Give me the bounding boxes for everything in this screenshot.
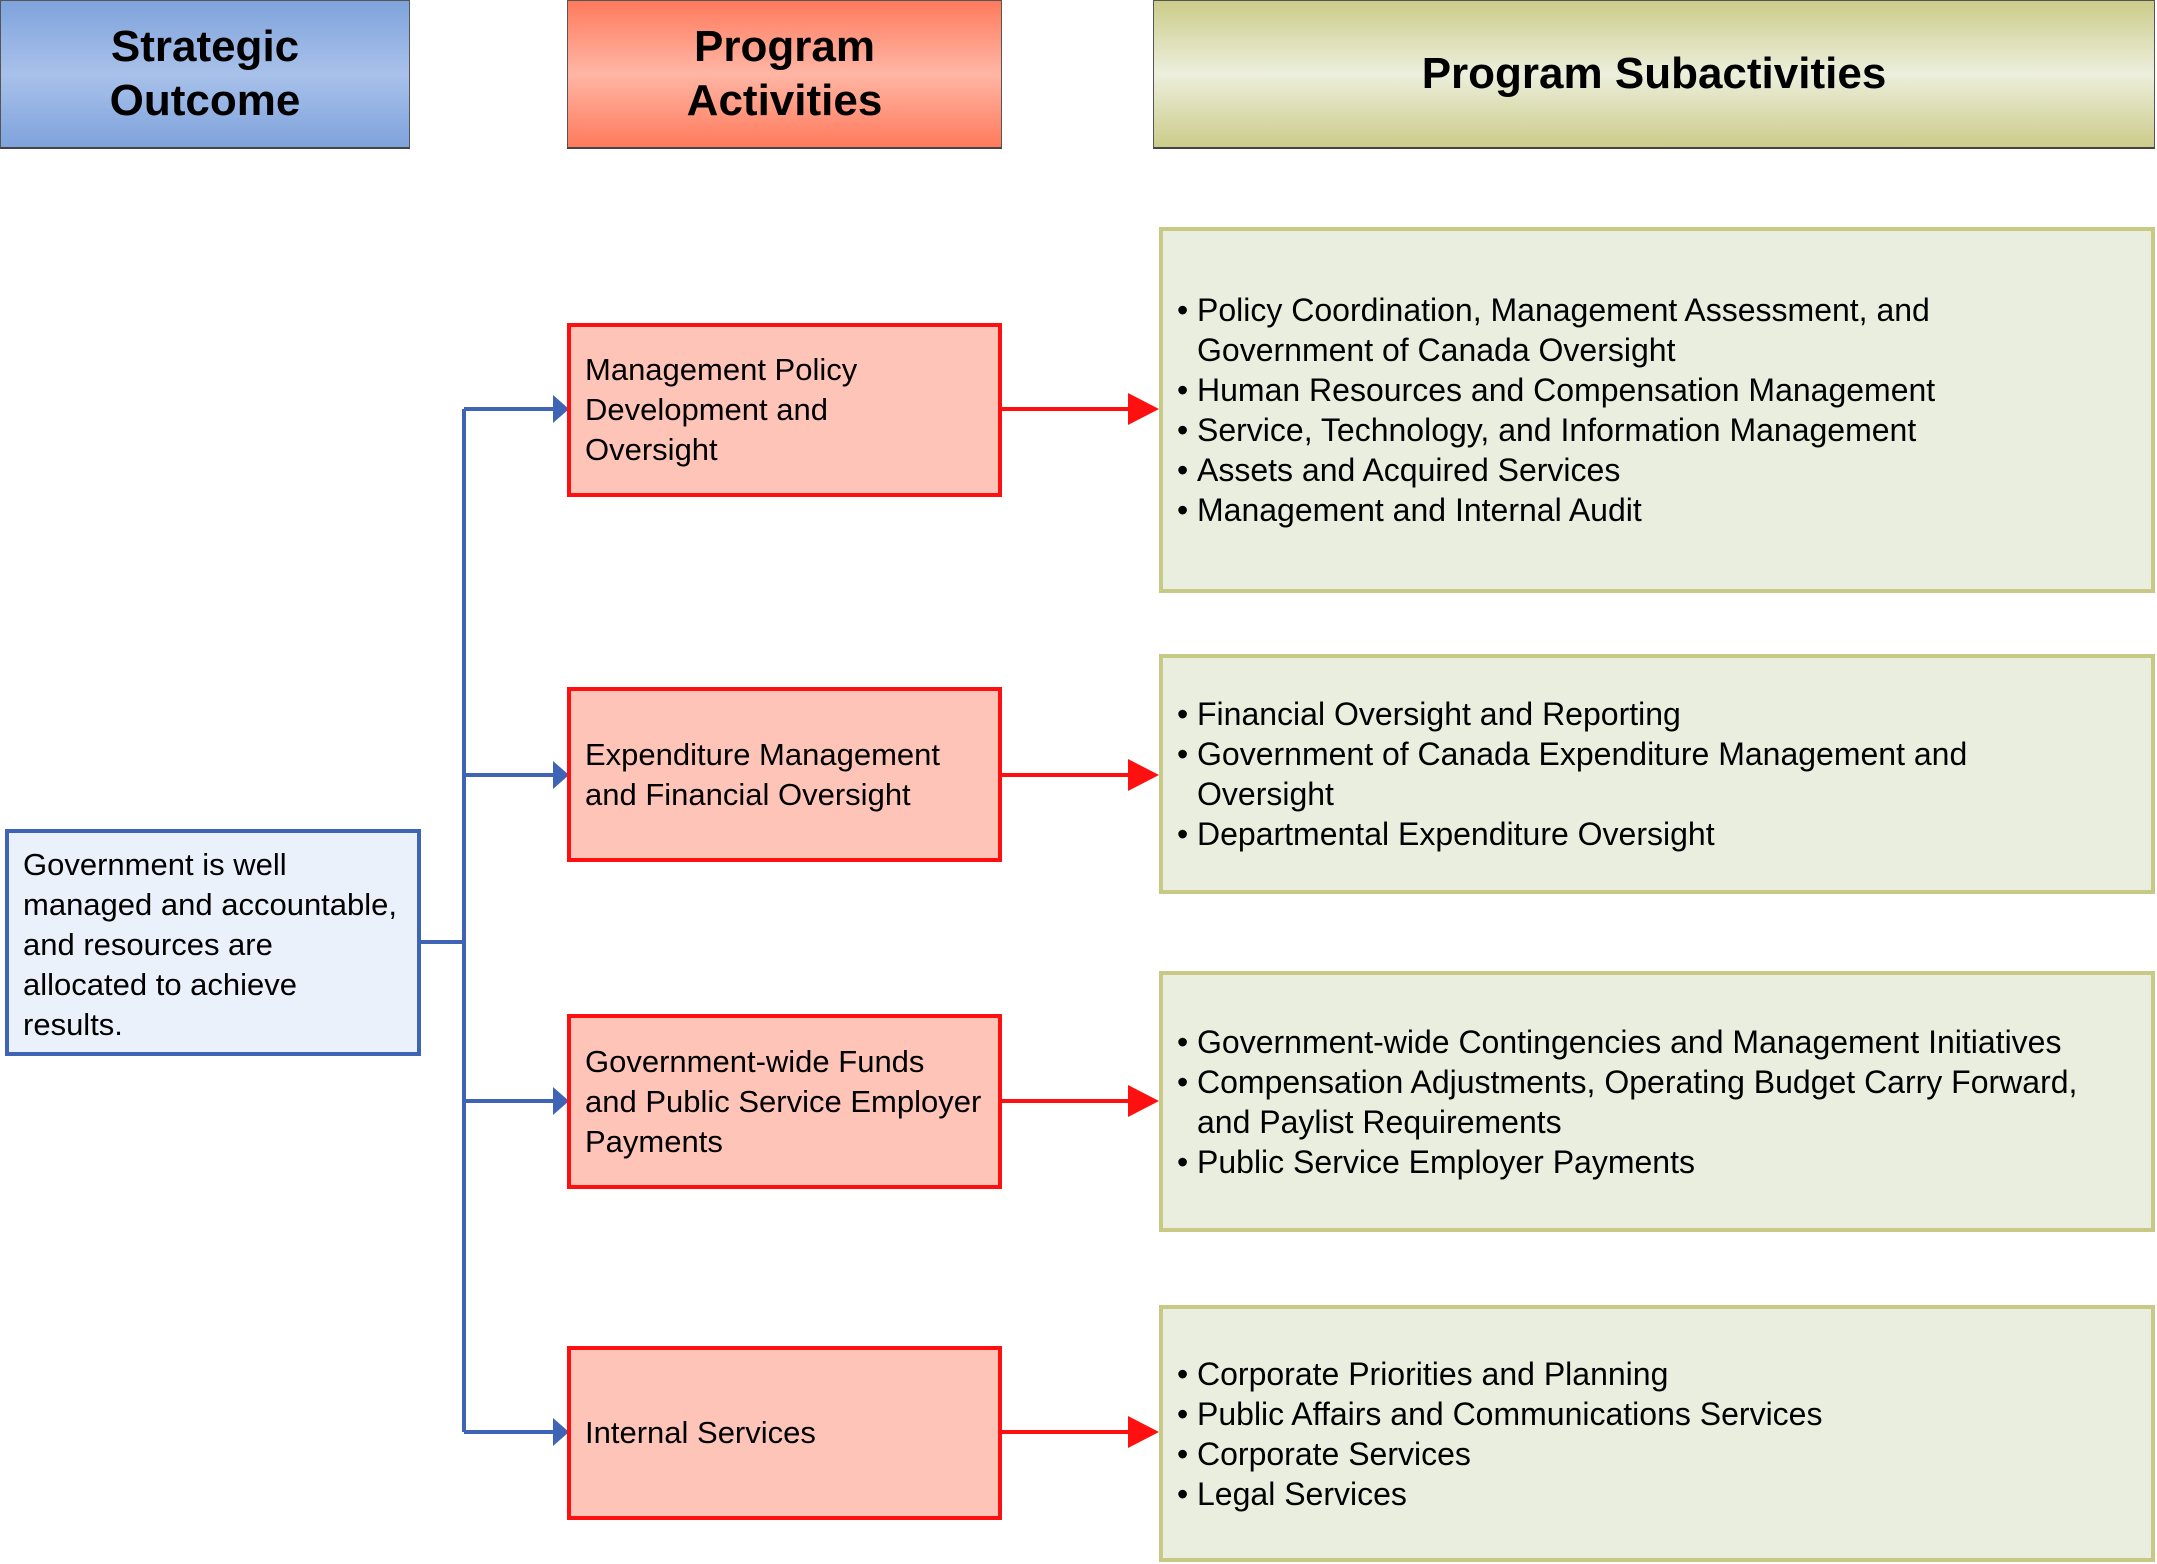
subactivity-item: Human Resources and Compensation Managem… — [1177, 370, 2007, 410]
header-program-activities: Program Activities — [567, 0, 1002, 149]
strategic-outcome-box: Government is well managed and accountab… — [5, 829, 421, 1056]
subactivity-item: Public Affairs and Communications Servic… — [1177, 1394, 1822, 1434]
subactivity-item: Departmental Expenditure Oversight — [1177, 814, 2047, 854]
subactivity-box-4: Corporate Priorities and Planning Public… — [1159, 1305, 2155, 1562]
subactivity-box-1: Policy Coordination, Management Assessme… — [1159, 227, 2155, 593]
subactivity-item: Public Service Employer Payments — [1177, 1142, 2137, 1182]
subactivity-list: Policy Coordination, Management Assessme… — [1177, 290, 2007, 530]
subactivity-item: Corporate Services — [1177, 1434, 1822, 1474]
header-strategic-outcome: Strategic Outcome — [0, 0, 410, 149]
subactivity-item: Government-wide Contingencies and Manage… — [1177, 1022, 2137, 1062]
subactivity-item: Compensation Adjustments, Operating Budg… — [1177, 1062, 2137, 1142]
header-strategic-outcome-label: Strategic Outcome — [109, 22, 301, 125]
strategic-connectors — [421, 407, 556, 1434]
subactivity-item: Corporate Priorities and Planning — [1177, 1354, 1822, 1394]
activity-box-expenditure-management: Expenditure Management and Financial Ove… — [567, 687, 1002, 862]
subactivity-list: Financial Oversight and Reporting Govern… — [1177, 694, 2047, 854]
blue-arrowhead-2 — [553, 761, 569, 789]
subactivity-list: Corporate Priorities and Planning Public… — [1177, 1354, 1822, 1514]
subactivity-item: Service, Technology, and Information Man… — [1177, 410, 2007, 450]
red-arrowhead-2 — [1128, 759, 1159, 791]
activity-box-government-wide-funds: Government-wide Funds and Public Service… — [567, 1014, 1002, 1189]
blue-arrowhead-4 — [553, 1418, 569, 1446]
activity-label: Management Policy Development and Oversi… — [585, 352, 858, 467]
blue-arrowhead-1 — [553, 395, 569, 423]
subactivity-item: Financial Oversight and Reporting — [1177, 694, 2047, 734]
subactivity-item: Government of Canada Expenditure Managem… — [1177, 734, 2047, 814]
activity-label: Internal Services — [585, 1415, 816, 1450]
activity-box-management-policy: Management Policy Development and Oversi… — [567, 323, 1002, 497]
subactivity-item: Policy Coordination, Management Assessme… — [1177, 290, 2007, 370]
subactivity-box-2: Financial Oversight and Reporting Govern… — [1159, 654, 2155, 894]
header-program-activities-label: Program Activities — [686, 22, 883, 125]
blue-arrowhead-3 — [553, 1087, 569, 1115]
red-arrowhead-4 — [1128, 1416, 1159, 1448]
header-program-subactivities: Program Subactivities — [1153, 0, 2155, 149]
header-program-subactivities-label: Program Subactivities — [1421, 49, 1887, 98]
subactivity-item: Legal Services — [1177, 1474, 1822, 1514]
activity-box-internal-services: Internal Services — [567, 1346, 1002, 1520]
red-arrowhead-3 — [1128, 1085, 1159, 1117]
activity-label: Government-wide Funds and Public Service… — [585, 1043, 982, 1159]
subactivity-list: Government-wide Contingencies and Manage… — [1177, 1022, 2137, 1182]
subactivity-box-3: Government-wide Contingencies and Manage… — [1159, 971, 2155, 1232]
red-arrowhead-1 — [1128, 393, 1159, 425]
strategic-outcome-text: Government is well managed and accountab… — [23, 847, 398, 1042]
activity-label: Expenditure Management and Financial Ove… — [585, 736, 941, 812]
subactivity-item: Management and Internal Audit — [1177, 490, 2007, 530]
subactivity-item: Assets and Acquired Services — [1177, 450, 2007, 490]
